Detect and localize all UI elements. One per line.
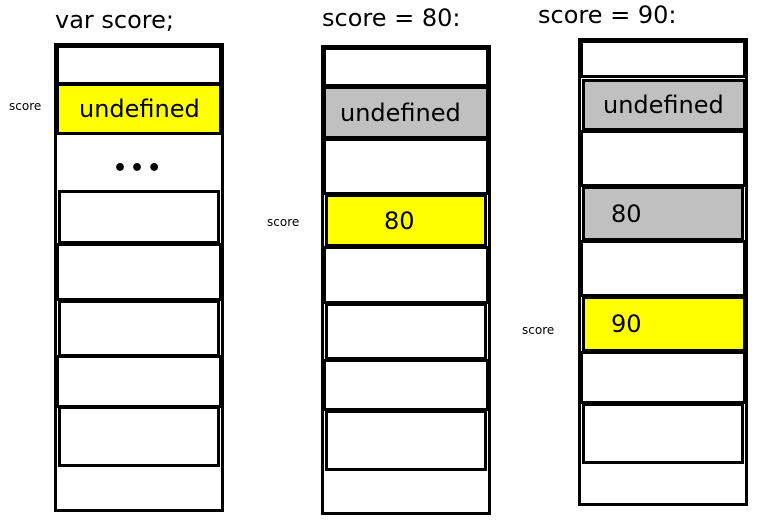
memory-cell-1-8: [58, 406, 220, 467]
memory-cell-1-5: [56, 243, 222, 301]
memory-cell-2-7: [323, 359, 489, 411]
memory-cell-1-7: [56, 355, 222, 408]
memory-cell-3-3: [580, 130, 746, 187]
memory-cell-3-1: [580, 40, 746, 78]
memory-cell-1-1: [56, 45, 222, 85]
column-2-title: score = 80:: [322, 4, 461, 32]
memory-cell-3-4-value: 80: [611, 199, 642, 228]
memory-cell-1-6: [58, 300, 220, 357]
memory-cell-3-4-value-80: 80: [582, 186, 744, 241]
score-pointer-label-2: score: [267, 215, 300, 229]
memory-cell-2-3: [323, 138, 489, 195]
score-pointer-label-1: score: [9, 99, 42, 113]
memory-cell-2-2-value: undefined: [340, 98, 461, 127]
memory-cell-1-2-undefined: undefined: [56, 83, 222, 135]
memory-cell-2-5: [323, 246, 489, 304]
column-1-title: var score;: [55, 6, 174, 34]
memory-cell-1-2-value: undefined: [79, 95, 200, 123]
memory-cell-2-8: [325, 410, 487, 471]
memory-cell-2-4-value-80: 80: [325, 194, 487, 247]
column-3-title: score = 90:: [538, 1, 677, 29]
memory-cell-3-8: [582, 403, 744, 464]
memory-cell-3-2-undefined: undefined: [582, 79, 746, 131]
memory-cell-2-2-undefined: undefined: [323, 86, 489, 139]
memory-cell-1-4: [58, 190, 220, 244]
memory-cell-3-2-value: undefined: [603, 91, 724, 119]
memory-cell-2-1: [323, 47, 489, 87]
memory-cell-3-6-value: 90: [611, 310, 642, 338]
memory-cell-3-5: [580, 240, 746, 297]
memory-cell-2-4-value: 80: [384, 206, 415, 235]
memory-cell-3-7: [580, 351, 746, 404]
memory-cell-2-6: [325, 303, 487, 360]
score-pointer-label-3: score: [522, 323, 555, 337]
memory-cell-3-6-value-90: 90: [582, 296, 746, 352]
ellipsis: •••: [113, 156, 165, 181]
